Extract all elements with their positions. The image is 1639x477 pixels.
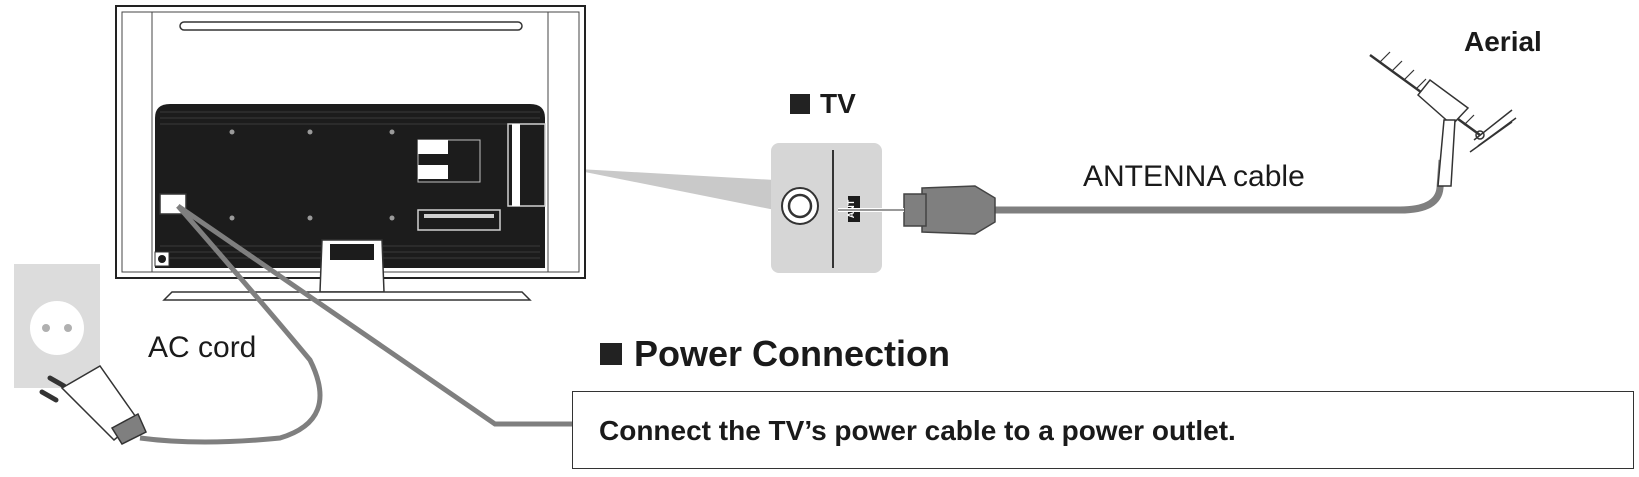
tv-label-text: TV — [820, 88, 856, 119]
antenna-cable-label: ANTENNA cable — [1083, 160, 1305, 193]
square-bullet-icon — [790, 94, 810, 114]
tv-label: TV — [790, 88, 856, 120]
power-connection-heading-text: Power Connection — [634, 333, 951, 374]
ac-cord-label: AC cord — [148, 331, 257, 364]
square-bullet-icon — [600, 343, 622, 365]
terminal-callout-wedge — [525, 160, 775, 210]
wall-outlet-icon — [14, 264, 100, 388]
aerial-label: Aerial — [1464, 26, 1542, 57]
power-connection-heading: Power Connection — [600, 333, 950, 375]
aerial-antenna-icon — [1369, 51, 1517, 187]
antenna-cable — [838, 159, 1446, 235]
power-plug-icon — [39, 365, 147, 445]
instruction-text: Connect the TV’s power cable to a power … — [599, 415, 1236, 446]
antenna-terminal-icon — [771, 143, 882, 273]
tv-rear-panel-icon — [115, 5, 586, 301]
instruction-box: Connect the TV’s power cable to a power … — [572, 391, 1634, 469]
ac-cord — [139, 203, 585, 445]
